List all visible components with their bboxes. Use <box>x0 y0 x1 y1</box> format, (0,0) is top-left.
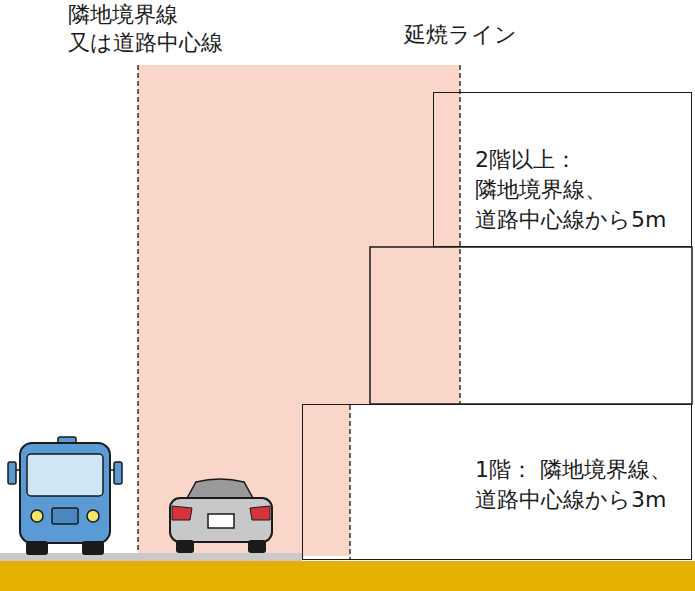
floor-rule-text: 1階： 隣地境界線、 道路中心線から3m <box>475 455 689 515</box>
fire-line-upper <box>459 65 461 404</box>
fire-line-lower <box>349 405 351 559</box>
fire-line-label: 延焼ライン <box>404 21 544 49</box>
bus-illustration <box>8 437 122 555</box>
boundary-label: 隣地境界線 又は道路中心線 <box>68 1 248 57</box>
ground-floor-fill <box>302 404 692 560</box>
building-floor: 2階以上： 隣地境界線、 道路中心線から5m <box>433 92 692 247</box>
upper-floor-fill <box>433 92 692 247</box>
middle-floor-outline <box>370 247 692 404</box>
building-floor: 1階： 隣地境界線、 道路中心線から3m <box>302 404 692 560</box>
floor-rule-text: 2階以上： 隣地境界線、 道路中心線から5m <box>475 145 689 235</box>
car-illustration <box>170 479 272 553</box>
ground-band <box>0 561 695 591</box>
fire-spread-zone <box>138 65 460 556</box>
boundary-line <box>137 65 139 556</box>
